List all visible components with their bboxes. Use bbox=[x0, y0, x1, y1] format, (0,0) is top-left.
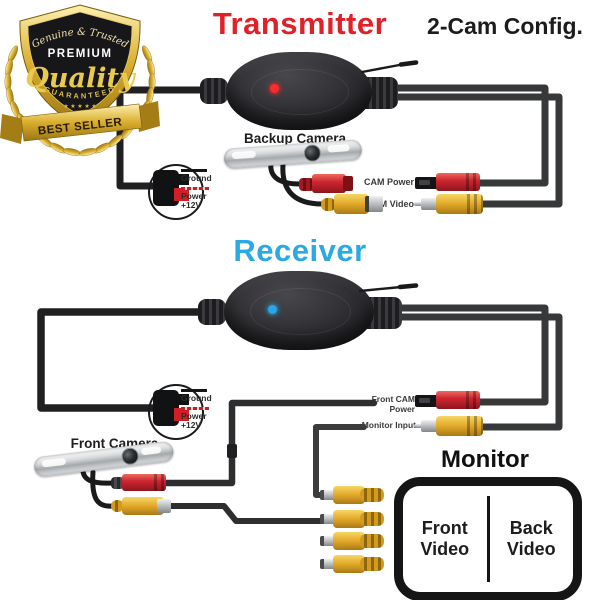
transmitter-camvideo-cable bbox=[371, 93, 563, 208]
transmitter-led bbox=[270, 84, 279, 93]
transmitter-antenna bbox=[360, 63, 404, 74]
receiver-power-label: Power bbox=[181, 411, 207, 421]
backup-cam-video-jack-body bbox=[334, 194, 369, 214]
transmitter-power-plug-tab bbox=[176, 174, 189, 185]
receiver-voltage-label: +12V bbox=[181, 420, 202, 430]
backup-cam-video-jack-ring bbox=[365, 196, 383, 212]
transmitter-antenna-tip bbox=[398, 60, 419, 67]
monitor-box: Front Video Back Video bbox=[394, 477, 582, 600]
cam-power-label: CAM Power bbox=[363, 177, 414, 187]
badge-premium: PREMIUM bbox=[48, 48, 113, 60]
cam-power-plug-tip bbox=[415, 177, 438, 189]
front-cam-power-connector-body bbox=[122, 474, 166, 491]
receiver-left-strain-relief bbox=[198, 299, 226, 325]
monitor-input-plug-pin bbox=[414, 424, 423, 428]
transmitter-device bbox=[226, 52, 372, 130]
receiver-power-plug-tab bbox=[176, 394, 189, 405]
receiver-led bbox=[268, 305, 277, 314]
receiver-antenna bbox=[358, 285, 403, 293]
transmitter-power-plug-red bbox=[174, 188, 189, 201]
front-camera-video-pigtail bbox=[90, 469, 115, 509]
front-cam-power-plug-body bbox=[436, 391, 480, 409]
receiver-power-wire bbox=[181, 407, 209, 410]
config-label: 2-Cam Config. bbox=[427, 13, 583, 39]
front-cam-power-connector-grip bbox=[111, 477, 124, 489]
monitor-jack-3-body bbox=[333, 532, 365, 550]
badge-ribbon-band bbox=[20, 103, 143, 142]
transmitter-ground-label: Ground bbox=[181, 173, 212, 183]
backup-camera-video-pigtail bbox=[280, 161, 325, 207]
monitor-jack-2-tip bbox=[320, 514, 339, 524]
backup-cam-power-jack-body bbox=[312, 174, 346, 193]
monitor-jack-3-tip bbox=[320, 536, 339, 546]
cam-video-plug-body bbox=[436, 194, 483, 214]
receiver-device-ring bbox=[249, 288, 351, 335]
receiver-frontcampower-cable bbox=[374, 304, 549, 406]
badge-ribbon-left-tail bbox=[0, 114, 24, 144]
monitor-jack-4-body bbox=[333, 555, 365, 573]
transmitter-voltage-label: +12V bbox=[181, 200, 202, 210]
monitor-jack-1-body bbox=[333, 486, 365, 504]
monitor-jack-4-grip bbox=[360, 557, 384, 571]
receiver-power-plug-circle bbox=[148, 384, 204, 440]
monitor-jack-2-grip bbox=[360, 512, 384, 526]
receiver-antenna-tip bbox=[397, 283, 419, 290]
front-video-run bbox=[157, 503, 333, 524]
premium-quality-badge: Genuine & Trusted PREMIUM Quality GUARAN… bbox=[0, 4, 160, 156]
monitor-jack-2-body bbox=[333, 510, 365, 528]
monitor-title: Monitor bbox=[441, 446, 529, 473]
receiver-power-plug-red bbox=[174, 408, 189, 421]
monitor-jack-1-grip bbox=[360, 488, 384, 502]
laurel-wreath bbox=[4, 45, 156, 156]
monitor-divider bbox=[486, 496, 490, 582]
transmitter-power-wire bbox=[181, 187, 209, 190]
front-cam-power-run bbox=[151, 399, 378, 487]
cable-joint bbox=[227, 444, 237, 458]
monitor-input-plug-body bbox=[436, 416, 483, 436]
monitor-input-label: Monitor Input bbox=[361, 420, 416, 430]
receiver-title: Receiver bbox=[233, 233, 367, 268]
monitor-back-video: Back Video bbox=[506, 518, 556, 559]
front-cam-power-label-line2: Power bbox=[389, 404, 415, 414]
backup-cam-power-jack-grip bbox=[299, 178, 314, 191]
backup-cam-power-jack-cap bbox=[343, 176, 353, 191]
backup-cam-video-jack-grip bbox=[321, 198, 336, 211]
front-cam-power-label-line1: Front CAM bbox=[371, 394, 415, 404]
transmitter-power-plug-circle bbox=[148, 164, 204, 220]
badge-quality: Quality bbox=[25, 63, 137, 94]
monitor-input-plug-collar bbox=[421, 420, 438, 432]
cam-video-plug-pin bbox=[414, 202, 423, 206]
transmitter-ground-wire bbox=[181, 169, 207, 172]
receiver-ground-wire bbox=[181, 389, 207, 392]
transmitter-left-strain-relief bbox=[200, 78, 228, 104]
transmitter-device-ring bbox=[250, 69, 350, 115]
front-cam-video-connector-body bbox=[122, 497, 164, 515]
front-cam-power-plug-tip bbox=[415, 395, 438, 407]
cam-power-plug-body bbox=[436, 173, 480, 191]
monitor-jack-1-tip bbox=[320, 490, 339, 500]
cam-video-label: CAM Video bbox=[366, 199, 414, 209]
transmitter-title: Transmitter bbox=[212, 6, 388, 41]
transmitter-power-label: Power bbox=[181, 191, 207, 201]
front-cam-video-connector-ring bbox=[157, 499, 171, 513]
monitor-jack-3-grip bbox=[360, 534, 384, 548]
cam-video-plug-collar bbox=[421, 198, 438, 210]
receiver-monitorinput-cable bbox=[374, 313, 563, 431]
monitor-jack-4-tip bbox=[320, 559, 339, 569]
receiver-ground-label: Ground bbox=[181, 393, 212, 403]
receiver-device bbox=[224, 271, 374, 350]
monitor-front-video: Front Video bbox=[420, 518, 470, 559]
receiver-power-cable bbox=[37, 308, 239, 412]
transmitter-campower-cable bbox=[371, 84, 549, 187]
front-cam-power-label: Front CAM Power bbox=[360, 394, 415, 414]
front-cam-video-connector-grip bbox=[111, 500, 124, 512]
badge-stars: ★ ★ ★ ★ ★ bbox=[63, 103, 97, 110]
